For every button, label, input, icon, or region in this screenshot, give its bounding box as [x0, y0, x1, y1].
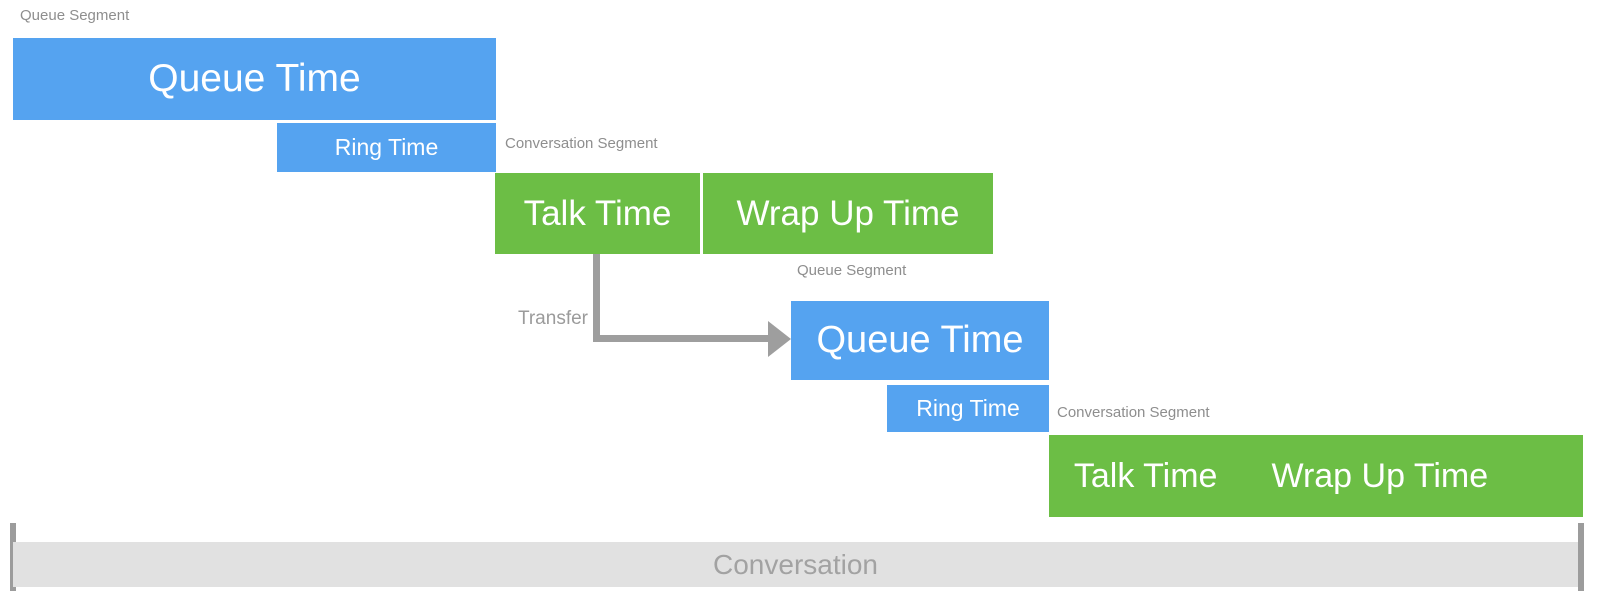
wrap-up-time-label-1: Wrap Up Time: [736, 193, 960, 233]
ring-time-bar-1: Ring Time: [277, 123, 496, 172]
transfer-label: Transfer: [517, 308, 588, 329]
conversation-bar-1: Talk Time Wrap Up Time: [495, 173, 993, 254]
wrap-up-time-label-2: Wrap Up Time: [1271, 456, 1489, 495]
queue-segment-label-1: Queue Segment: [20, 7, 130, 24]
conversation-segment-label-1: Conversation Segment: [505, 135, 658, 152]
queue-time-bar-2-label: Queue Time: [816, 319, 1024, 361]
queue-time-bar-1-label: Queue Time: [148, 57, 361, 100]
transfer-arrow-horizontal-line: [593, 335, 770, 342]
talk-time-label-2: Talk Time: [1073, 456, 1218, 495]
section-divider-1: [700, 173, 703, 254]
conversation-timeline-label: Conversation: [713, 548, 878, 580]
conversation-bar-2: Talk Time Wrap Up Time: [1049, 435, 1583, 517]
conversation-timeline-bar: Conversation: [13, 542, 1578, 587]
talk-time-section-1: Talk Time: [495, 173, 700, 254]
transfer-arrowhead-icon: [768, 321, 791, 357]
talk-time-label-1: Talk Time: [523, 193, 672, 233]
ring-time-bar-2-label: Ring Time: [916, 395, 1020, 421]
ring-time-bar-2: Ring Time: [887, 385, 1049, 432]
ring-time-bar-1-label: Ring Time: [334, 134, 439, 160]
queue-segment-label-2: Queue Segment: [797, 262, 907, 279]
queue-time-bar-2: Queue Time: [791, 301, 1049, 380]
queue-time-bar-1: Queue Time: [13, 38, 496, 120]
wrap-up-time-section-1: Wrap Up Time: [703, 173, 993, 254]
conversation-segment-label-2: Conversation Segment: [1057, 404, 1210, 421]
transfer-arrow-vertical-line: [593, 254, 600, 342]
timeline-end-tick: [1578, 523, 1584, 591]
